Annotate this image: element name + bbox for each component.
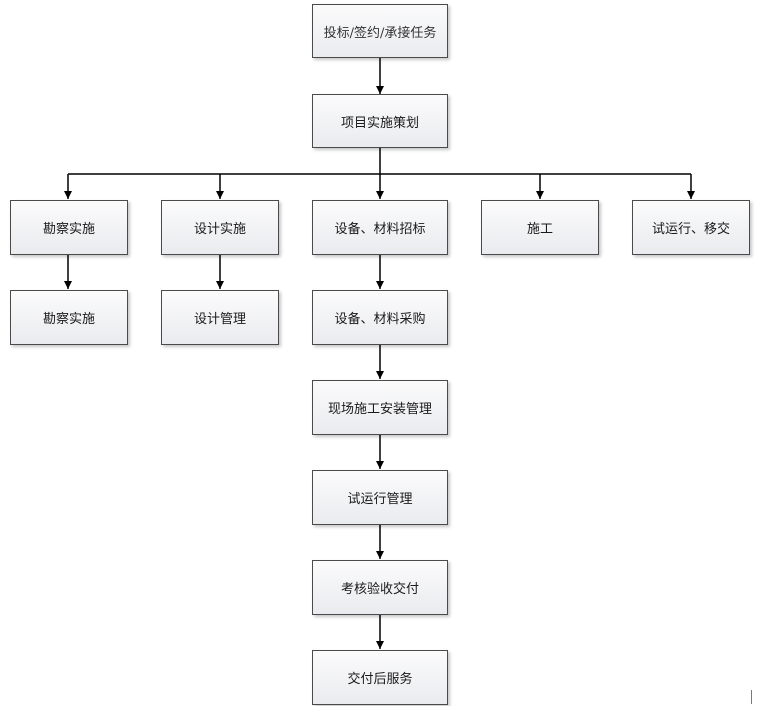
node-tender: 设备、材料招标	[312, 200, 448, 255]
node-design-mgmt: 设计管理	[161, 290, 279, 345]
text-cursor-mark	[751, 690, 752, 704]
node-site-install: 现场施工安装管理	[312, 380, 448, 435]
node-trial-handover: 试运行、移交	[632, 200, 750, 255]
node-acceptance: 考核验收交付	[312, 560, 448, 615]
node-plan: 项目实施策划	[312, 94, 448, 148]
node-after-service: 交付后服务	[312, 650, 448, 705]
node-design: 设计实施	[161, 200, 279, 255]
node-trial-mgmt: 试运行管理	[312, 470, 448, 525]
node-construction: 施工	[481, 200, 599, 255]
node-survey-mgmt: 勘察实施	[10, 290, 128, 345]
node-start: 投标/签约/承接任务	[312, 4, 448, 58]
node-survey: 勘察实施	[10, 200, 128, 255]
node-procurement: 设备、材料采购	[312, 290, 448, 345]
